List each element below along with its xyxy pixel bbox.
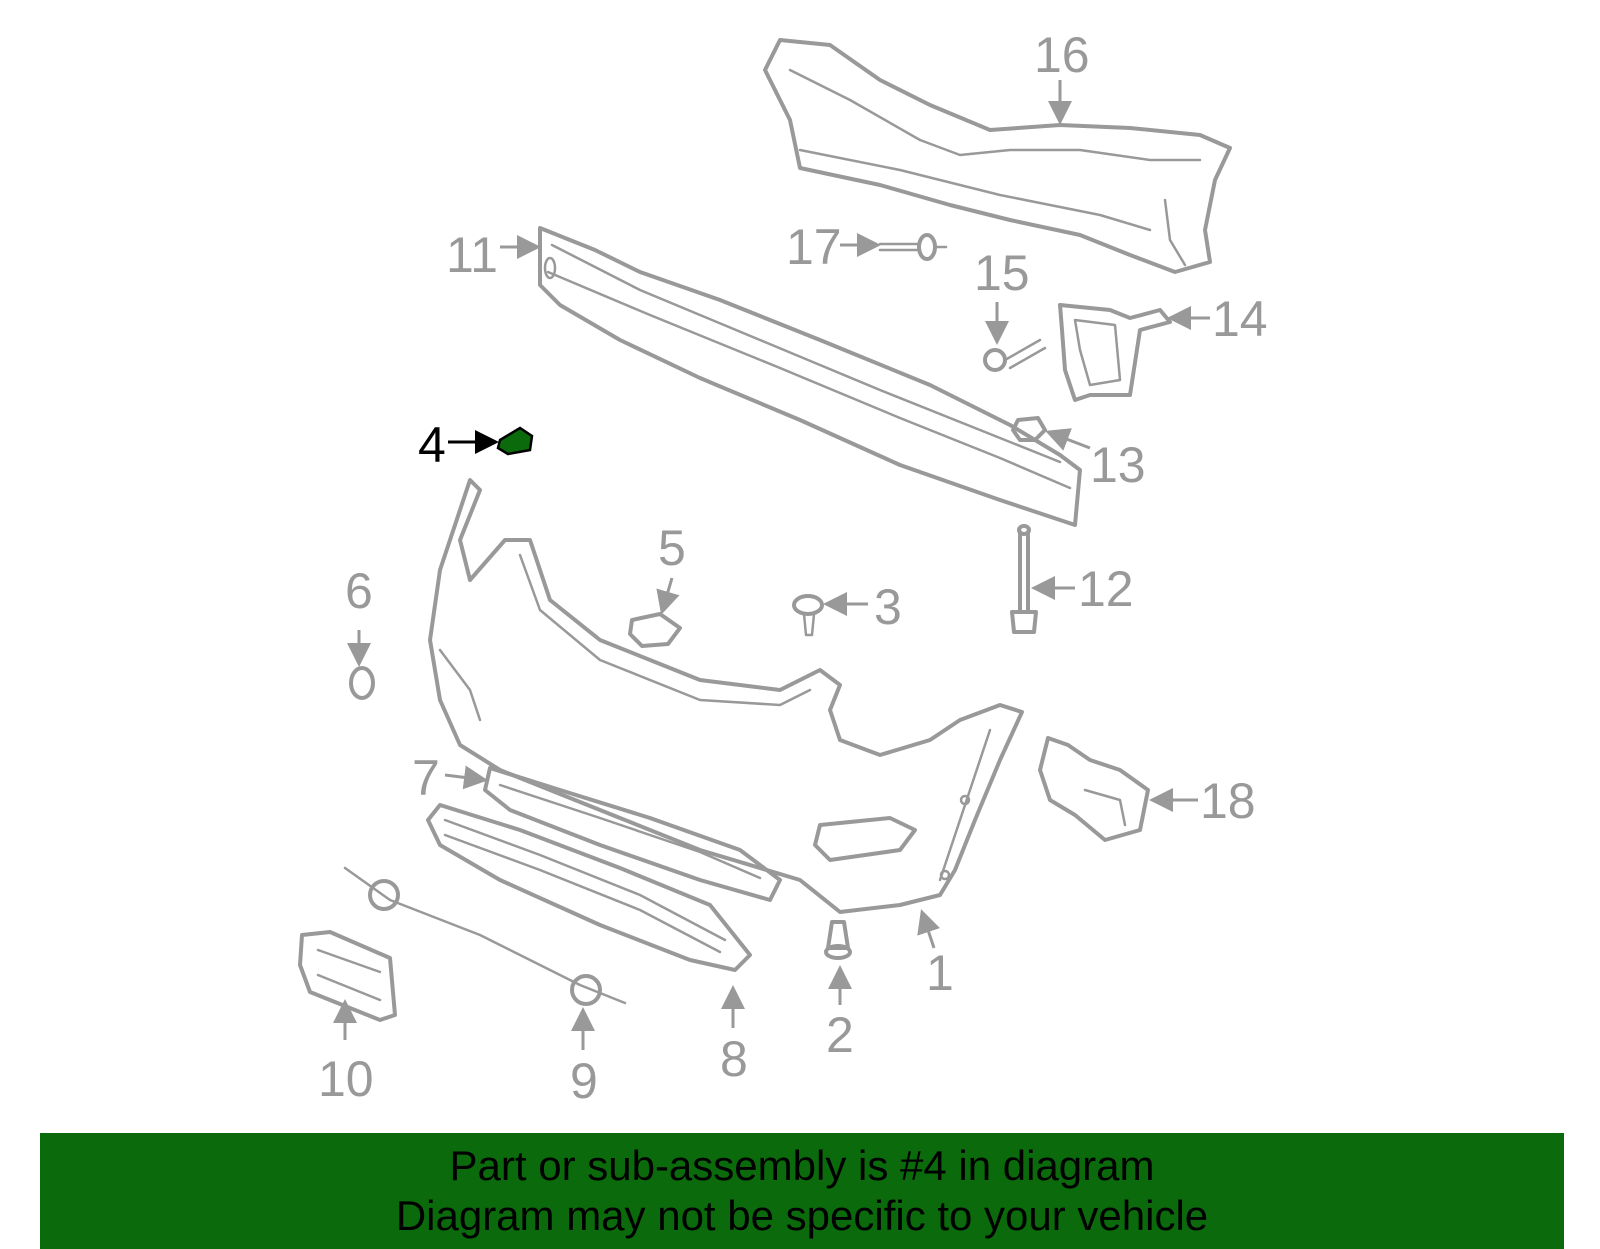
callout-17: 17 — [786, 219, 842, 275]
part-4-clip[interactable] — [496, 426, 534, 456]
callout-9: 9 — [570, 1053, 598, 1109]
part-16-energy-absorber[interactable] — [763, 38, 1232, 274]
callout-7: 7 — [412, 750, 440, 806]
part-8-lower-grille[interactable] — [426, 803, 752, 972]
banner-line-2: Diagram may not be specific to your vehi… — [395, 1192, 1209, 1239]
callout-4: 4 — [418, 417, 446, 473]
callout-3: 3 — [874, 579, 902, 635]
callout-5: 5 — [658, 520, 686, 576]
callout-16: 16 — [1034, 27, 1090, 83]
part-11-impact-bar[interactable] — [538, 226, 1082, 527]
info-banner: Part or sub-assembly is #4 in diagram Di… — [40, 1133, 1564, 1249]
part-14-bracket[interactable] — [1058, 303, 1172, 402]
callout-14: 14 — [1212, 291, 1268, 347]
part-10-plate-bracket[interactable] — [298, 930, 397, 1022]
callout-6: 6 — [345, 563, 373, 619]
part-5-cover[interactable] — [628, 612, 682, 648]
part-6-grommet[interactable] — [349, 666, 375, 700]
part-9-strip[interactable] — [343, 866, 627, 1006]
part-17-pin[interactable] — [878, 233, 948, 261]
part-3-retainer[interactable] — [792, 594, 824, 637]
part-13-nut[interactable] — [1011, 416, 1047, 442]
callout-arrows — [333, 80, 1210, 1050]
part-1-bumper-cover[interactable] — [428, 478, 1024, 914]
banner-line-1: Part or sub-assembly is #4 in diagram — [449, 1142, 1155, 1189]
callout-15: 15 — [974, 245, 1030, 301]
part-2-push-pin[interactable] — [824, 920, 852, 960]
callout-18: 18 — [1200, 773, 1256, 829]
part-7-upper-grille[interactable] — [483, 766, 782, 902]
callout-1: 1 — [926, 945, 954, 1001]
part-18-bracket[interactable] — [1038, 736, 1150, 842]
callout-12: 12 — [1078, 561, 1134, 617]
callout-11: 11 — [446, 227, 498, 283]
callout-13: 13 — [1090, 437, 1146, 493]
callout-8: 8 — [720, 1031, 748, 1087]
callout-10: 10 — [318, 1051, 374, 1107]
parts-diagram: 16 11 17 15 14 13 12 3 5 6 7 1 2 8 9 10 … — [298, 27, 1268, 1109]
part-15-bolt[interactable] — [983, 338, 1047, 372]
part-12-long-bolt[interactable] — [1010, 524, 1038, 634]
callout-2: 2 — [826, 1007, 854, 1063]
